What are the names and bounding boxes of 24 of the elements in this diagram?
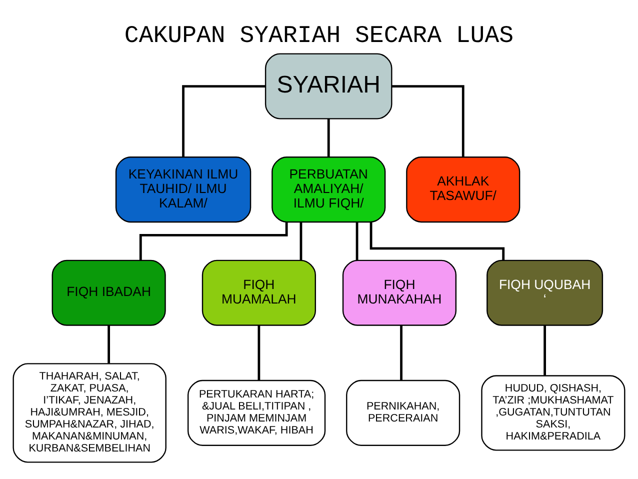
node-box: FIQH MUAMALAH: [202, 259, 316, 326]
connector: [356, 222, 358, 260]
connector: [400, 324, 402, 380]
diagram-title: CAKUPAN SYARIAH SECARA LUAS: [124, 22, 514, 50]
node-box: FIQH UQUBAH ‘: [486, 259, 604, 326]
node-box: FIQH MUNAKAHAH: [342, 259, 457, 326]
node-box: PERBUATAN AMALIYAH/ ILMU FIQH/: [272, 156, 386, 222]
connector: [108, 324, 110, 363]
connector: [370, 222, 505, 260]
connector: [139, 222, 288, 260]
connector: [182, 84, 266, 156]
connector: [392, 84, 464, 156]
node-box: PERNIKAHAN, PERCERAIAN: [346, 379, 460, 446]
connector: [258, 324, 260, 380]
node-box: AKHLAK TASAWUF/: [406, 156, 520, 222]
connector: [544, 324, 546, 375]
node-box: HUDUD, QISHASH, TA’ZIR ;MUKHASHAMAT ,GUGATAN,TUNTUTAN SAKSI, HAKIM&PERADILA: [481, 374, 626, 450]
connector: [300, 222, 302, 260]
node-box: SYARIAH: [264, 52, 392, 119]
node-box: PERTUKARAN HARTA; &JUAL BELI,TITIPAN , PINJAM MEMINJAM WARIS,WAKAF, HIBAH: [187, 379, 326, 446]
node-box: FIQH IBADAH: [52, 259, 166, 326]
node-box: KEYAKINAN ILMU TAUHID/ ILMU KALAM/: [115, 156, 252, 222]
node-box: THAHARAH, SALAT, ZAKAT, PUASA, I’TIKAF, JENAZAH, HAJI&UMRAH, MESJID, SUMPAH&NAZAR, JIHAD, MAKANAN&MINUMAN, KURBAN&SEMBELIHAN: [12, 362, 166, 462]
connector: [327, 118, 330, 157]
